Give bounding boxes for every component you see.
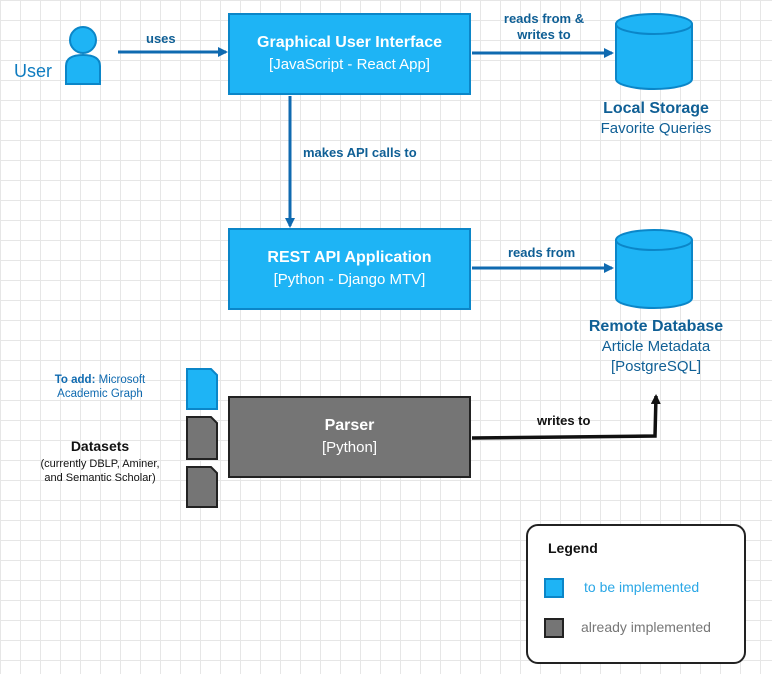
parser-title: Parser — [324, 417, 375, 434]
local-storage-cylinder-icon — [615, 13, 693, 90]
edge-label-reads-from: reads from — [508, 245, 576, 260]
rest-api-title: REST API Application — [267, 249, 432, 266]
legend-label-done: already implemented — [581, 619, 711, 635]
gui-subtitle: [JavaScript - React App] — [269, 56, 430, 73]
edge-label-reads-writes-line1: reads from & — [503, 11, 585, 26]
legend-label-planned: to be implemented — [584, 579, 700, 595]
datasets-subtitle-line2: and Semantic Scholar) — [44, 472, 156, 484]
rest-api-subtitle: [Python - Django MTV] — [273, 271, 426, 288]
gui-title: Graphical User Interface — [257, 34, 442, 51]
parser-box: Parser [Python] — [228, 396, 471, 478]
dataset-document-icon — [186, 466, 218, 508]
datasets-subtitle: (currently DBLP, Aminer, and Semantic Sc… — [26, 457, 174, 485]
todo-line2: Academic Graph — [57, 388, 143, 400]
edge-label-reads-writes: reads from & writes to — [496, 11, 592, 43]
user-icon — [65, 26, 101, 85]
datasets-title: Datasets — [70, 438, 130, 454]
parser-subtitle: [Python] — [321, 439, 378, 456]
remote-db-label: Remote Database Article Metadata [Postgr… — [570, 317, 742, 377]
remote-db-cylinder-icon — [615, 229, 693, 309]
edge-label-writes-to: writes to — [537, 413, 591, 428]
local-storage-label: Local Storage Favorite Queries — [578, 99, 734, 139]
legend-swatch-done — [544, 618, 564, 638]
edge-label-api-calls: makes API calls to — [303, 145, 417, 160]
edge-label-reads-writes-line2: writes to — [517, 27, 571, 42]
datasets-subtitle-line1: (currently DBLP, Aminer, — [40, 458, 160, 470]
legend-title: Legend — [548, 540, 598, 556]
dataset-document-icon — [186, 416, 218, 460]
local-storage-name: Local Storage — [603, 100, 709, 117]
todo-prefix: To add: — [54, 374, 96, 386]
gui-box: Graphical User Interface [JavaScript - R… — [228, 13, 471, 95]
legend-swatch-planned — [544, 578, 564, 598]
edge-label-uses: uses — [146, 31, 176, 46]
remote-db-tech: [PostgreSQL] — [610, 358, 702, 375]
legend: Legend to be implemented already impleme… — [526, 524, 746, 664]
msag-document-icon — [186, 368, 218, 410]
remote-db-desc: Article Metadata — [601, 338, 711, 355]
user-label: User — [14, 61, 53, 81]
todo-line1: Microsoft — [98, 374, 146, 386]
todo-note: To add: Microsoft Academic Graph — [42, 373, 158, 401]
edge-parser-to-remote-db — [471, 394, 661, 440]
local-storage-desc: Favorite Queries — [600, 120, 712, 137]
rest-api-box: REST API Application [Python - Django MT… — [228, 228, 471, 310]
remote-db-name: Remote Database — [588, 318, 724, 335]
